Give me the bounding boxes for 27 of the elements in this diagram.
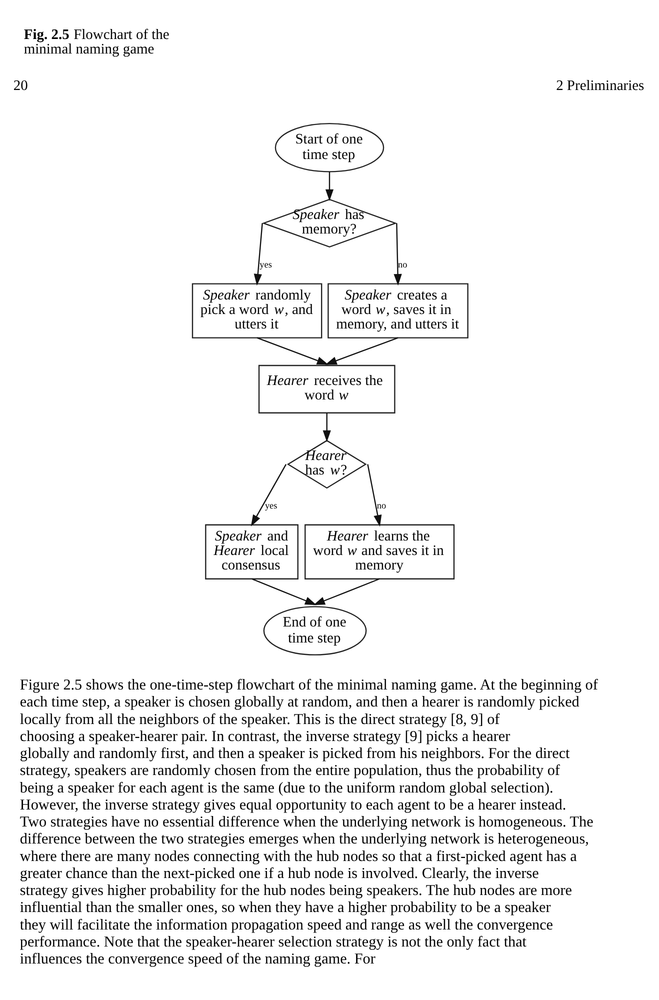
arrow	[325, 336, 398, 364]
edge-label: no	[398, 258, 408, 269]
node-box: Speaker creates a word w, saves it in memory, and utters it	[328, 282, 468, 338]
arrow	[254, 222, 263, 286]
node-box: Hearer learns the word w and saves it in memory	[304, 524, 455, 579]
edge-label: no	[376, 500, 386, 510]
arrow	[325, 172, 334, 200]
label: 20	[13, 78, 28, 94]
arrow	[252, 578, 317, 605]
arrow	[313, 578, 380, 605]
arrow	[394, 222, 402, 286]
edge-label: yes	[260, 258, 272, 269]
node-diamond: Speaker has memory?	[262, 198, 398, 248]
arrow	[250, 463, 287, 526]
arrow	[322, 412, 331, 442]
node-box: Speaker randomly pick a word w, and utters it	[192, 282, 322, 338]
node-box: Speaker and Hearer local consensus	[205, 524, 298, 579]
node-diamond: Hearer has w?	[286, 439, 367, 488]
arrow	[367, 464, 382, 526]
node-box: Hearer receives the word w	[258, 364, 396, 413]
label: 2 Preliminaries	[556, 78, 644, 94]
arrow	[256, 336, 329, 364]
caption: Fig. 2.5 Flowchart of the minimal naming game	[24, 26, 170, 57]
label: Figure 2.5 shows the one-time-step flowchart of the minimal naming game. At the beginning of each time step, a speaker is chosen globally at random, and then a hearer is randomly picked locally from all the neighbors of the speaker. This is the direct strategy [8, 9] of choosing a speaker-hearer pair. In contrast, the inverse strategy [9] picks a hearer globally and randomly first, and then a speaker is picked from his neighbors. For the direct strategy, speakers are randomly chosen from the entire population, thus the probability of being a speaker for each agent is the same (due to the uniform random global selection). However, the inverse strategy gives equal opportunity to each agent to be a hearer instead. Two strategies have no essential difference when the underlying network is homogeneous. The difference between the two strategies emerges when the underlying network is heterogeneous, where there are many nodes connecting with the hub nodes so that a first-picked agent has a greater chance than the next-picked one if a hub node is involved. Clearly, the inverse strategy gives higher probability for the hub nodes being speakers. The hub nodes are more influential than the smaller ones, so when they have a higher probability to be a speaker they will facilitate the information propagation speed and range as well the convergence performance. Note that the speaker-hearer selection strategy is not the only fact that influences the convergence speed of the naming game. For	[20, 677, 598, 968]
edge-label: yes	[264, 500, 278, 510]
node-ellipse: End of one time step	[263, 606, 367, 655]
node-ellipse: Start of one time step	[274, 122, 384, 172]
